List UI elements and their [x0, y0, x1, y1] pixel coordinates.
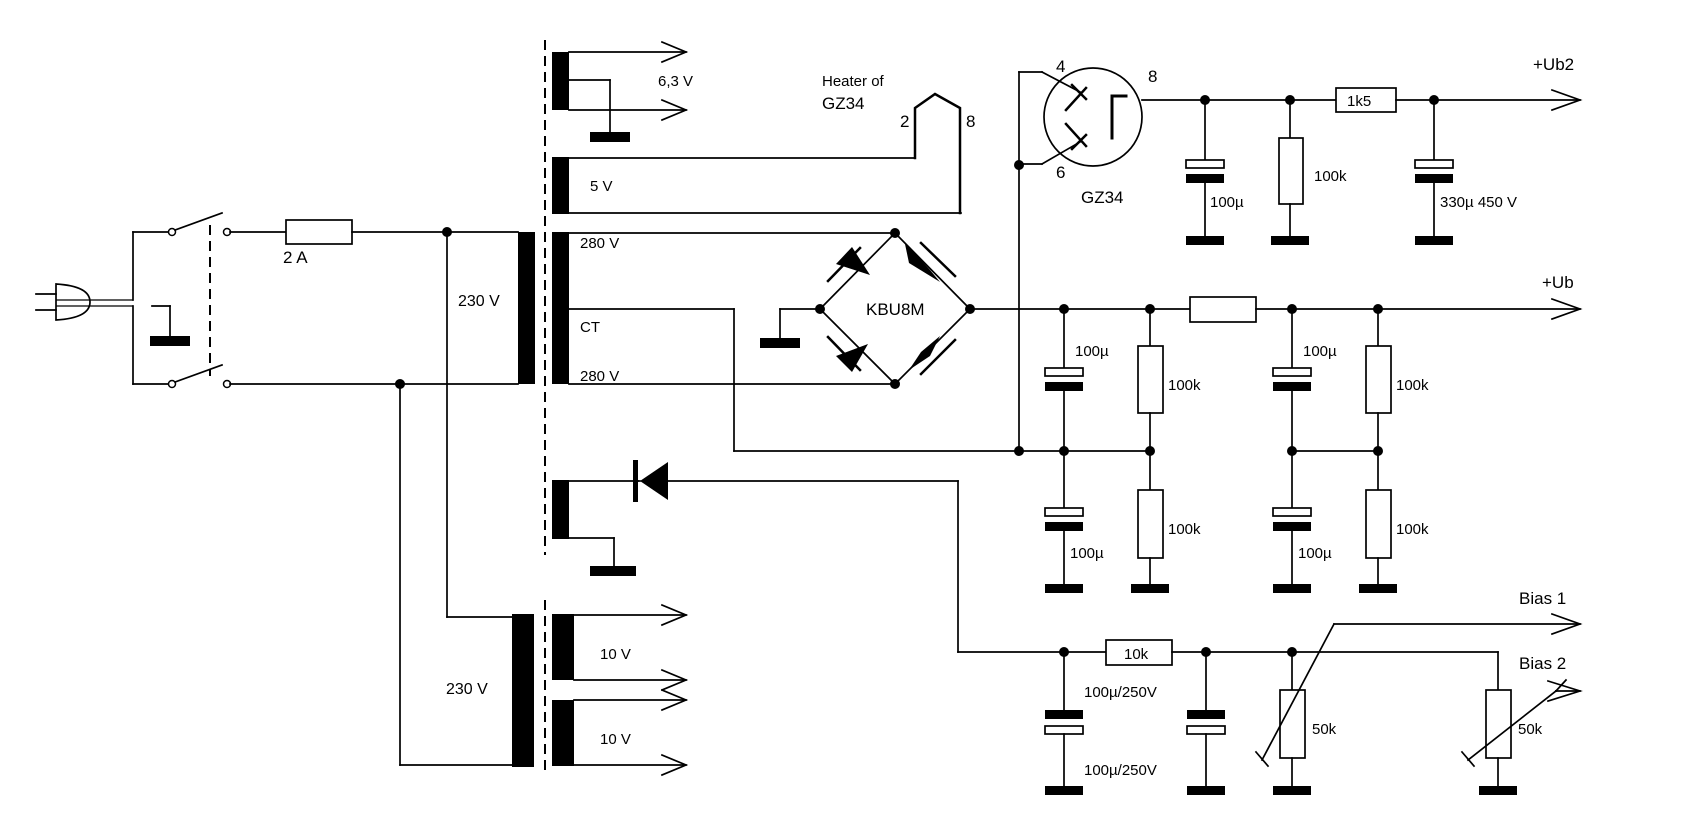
tube-name: GZ34 — [1081, 188, 1124, 207]
bias-secondary-b — [552, 700, 574, 766]
c2-top-label: 100µ — [1303, 343, 1337, 360]
mains-plug — [35, 231, 171, 385]
c1-top-label: 100µ — [1075, 343, 1109, 360]
winding-hv — [552, 232, 569, 384]
bias-sec-b-label: 10 V — [600, 731, 631, 748]
pot2-label: 50k — [1518, 721, 1543, 738]
heater-pin-8: 8 — [966, 112, 975, 131]
bias-secondary-a — [552, 614, 574, 680]
r2-top-label: 100k — [1396, 377, 1429, 394]
r1-top-label: 100k — [1168, 377, 1201, 394]
tube-pin-4: 4 — [1056, 57, 1065, 76]
ground-symbol — [150, 305, 190, 346]
gz34-heater: Heater of GZ34 2 8 — [822, 73, 975, 215]
r2-bottom-label: 100k — [1396, 521, 1429, 538]
ub2-filter: 100µ 100k 1k5 +Ub2 330µ 450 V — [1185, 55, 1583, 245]
c-bias-1-label: 100µ/250V — [1084, 684, 1157, 701]
bias-primary-winding — [512, 614, 534, 767]
main-transformer: 230 V 6,3 V 5 V 280 V CT 280 V — [458, 40, 1151, 576]
r-series-ub2-label: 1k5 — [1347, 93, 1371, 110]
bridge-rectifier: KBU8M — [760, 228, 975, 389]
pot1-label: 50k — [1312, 721, 1337, 738]
bias1-output-label: Bias 1 — [1519, 589, 1566, 608]
r-ub2-label: 100k — [1314, 168, 1347, 185]
gz34-tube: 4 6 8 GZ34 — [1014, 57, 1337, 456]
ub-output-label: +Ub — [1542, 273, 1574, 292]
bridge-label: KBU8M — [866, 300, 925, 319]
c2-bottom-label: 100µ — [1298, 545, 1332, 562]
fuse — [285, 219, 353, 245]
c-ub2-b-label: 330µ 450 V — [1440, 194, 1517, 211]
c1-bottom-label: 100µ — [1070, 545, 1104, 562]
primary-winding — [518, 232, 535, 384]
heater-label-2: GZ34 — [822, 94, 865, 113]
ub-filter: +Ub 100µ 100µ 100k 100k 10 — [969, 273, 1583, 593]
r1-bottom-label: 100k — [1168, 521, 1201, 538]
winding-6v3 — [552, 52, 569, 110]
winding-5v — [552, 157, 569, 214]
bias-supply: 10k 100µ/250V 100µ/250V 50k Bias 1 — [633, 460, 1583, 795]
fuse-label: 2 A — [283, 248, 308, 267]
primary-voltage-label: 230 V — [458, 293, 500, 310]
bias2-output-label: Bias 2 — [1519, 654, 1566, 673]
bias-transformer: 230 V 10 V 10 V — [446, 600, 689, 777]
bias-primary-label: 230 V — [446, 681, 488, 698]
ub2-output-label: +Ub2 — [1533, 55, 1574, 74]
heater-pin-2: 2 — [900, 112, 909, 131]
winding-hv-bottom-label: 280 V — [580, 368, 619, 385]
winding-6v3-label: 6,3 V — [658, 73, 693, 90]
r-bias-label: 10k — [1124, 646, 1149, 663]
bias-sec-a-label: 10 V — [600, 646, 631, 663]
winding-5v-label: 5 V — [590, 178, 613, 195]
bias-resistor — [1105, 639, 1173, 666]
winding-bias — [552, 480, 569, 539]
tube-pin-8: 8 — [1148, 67, 1157, 86]
c-ub2-a-label: 100µ — [1210, 194, 1244, 211]
heater-label-1: Heater of — [822, 73, 885, 90]
mains-switch — [167, 211, 232, 389]
winding-ct-label: CT — [580, 319, 600, 336]
winding-hv-top-label: 280 V — [580, 235, 619, 252]
c-bias-2-label: 100µ/250V — [1084, 762, 1157, 779]
ub-series-resistor — [1189, 296, 1257, 323]
tube-pin-6: 6 — [1056, 163, 1065, 182]
